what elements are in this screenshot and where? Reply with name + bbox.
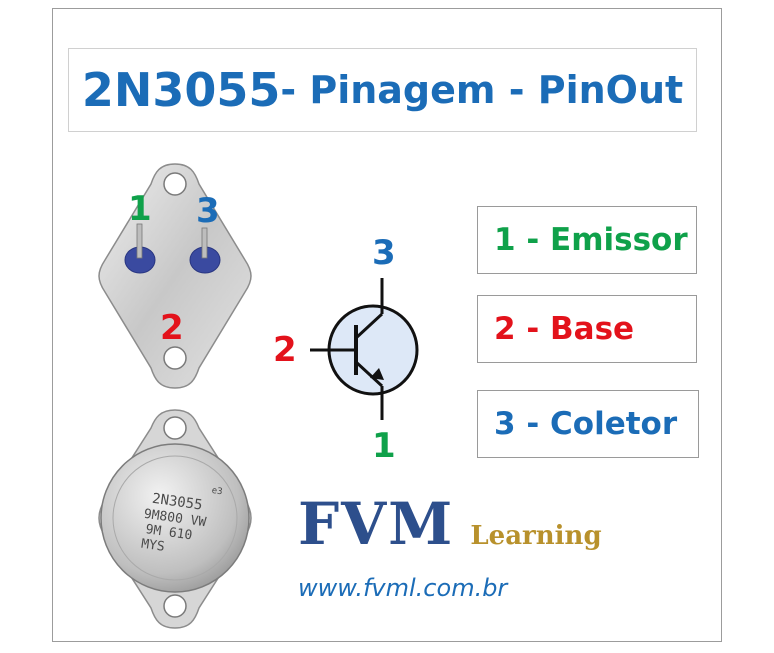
symbol-label-emitter: 1 (372, 426, 396, 466)
fvm-learning-logo: FVM Learning (298, 490, 602, 558)
website-link[interactable]: www.fvml.com.br (298, 574, 508, 602)
package-logo-mark: e3 (211, 486, 223, 497)
npn-transistor-symbol (310, 278, 419, 420)
package-bottom-view (98, 163, 252, 389)
photo-label-pin2: 2 (160, 308, 184, 348)
package-marking-line1: 2N3055 (151, 491, 203, 514)
symbol-label-base: 2 (273, 330, 297, 370)
title-subtitle: - Pinagem - PinOut (280, 68, 684, 112)
logo-fvm-text: FVM (298, 490, 455, 558)
symbol-label-collector: 3 (372, 233, 396, 273)
pin-legend-base: 2 - Base (477, 295, 697, 363)
photo-label-pin3: 3 (196, 191, 220, 231)
title-box: 2N3055 - Pinagem - PinOut (68, 48, 697, 132)
pin-legend-collector: 3 - Coletor (477, 390, 699, 458)
package-marking-line3: 9M 610 (145, 522, 194, 543)
pin-legend-emitter: 1 - Emissor (477, 206, 697, 274)
part-number-title: 2N3055 (81, 63, 281, 117)
package-top-view: e3 2N3055 9M800 VW 9M 610 MYS (98, 409, 252, 629)
logo-learning-text: Learning (470, 521, 602, 551)
package-marking-line4: MYS (140, 537, 165, 555)
photo-label-pin1: 1 (128, 189, 152, 229)
